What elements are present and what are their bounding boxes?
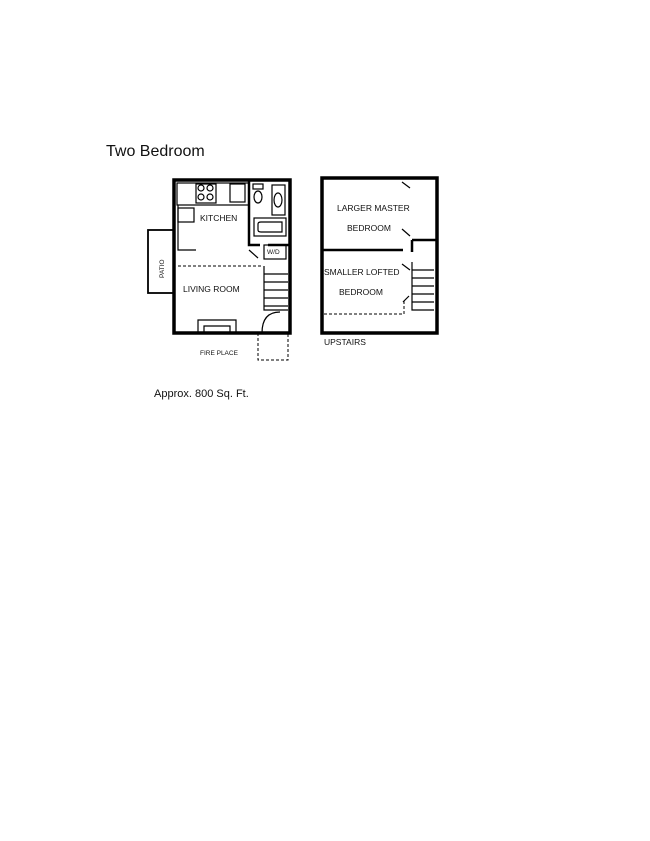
bathroom-sink: [271, 184, 286, 216]
square-footage: Approx. 800 Sq. Ft.: [154, 388, 249, 400]
bathroom-wall: [247, 180, 260, 247]
entry-door-arc: [261, 311, 281, 334]
stove-burner: [197, 184, 205, 192]
stove: [195, 183, 217, 204]
toilet: [253, 190, 263, 204]
door-swing: [401, 181, 411, 189]
kitchen-side-counter: [177, 205, 196, 251]
fireplace-label: FIRE PLACE: [200, 350, 239, 357]
patio: [147, 229, 175, 294]
lofted-bedroom-label-1: SMALLER LOFTED: [324, 267, 400, 277]
lofted-bedroom-label-2: BEDROOM: [339, 287, 383, 297]
stove-burner: [206, 184, 214, 192]
patio-label: PATIO: [159, 259, 166, 278]
kitchen-sink: [229, 183, 246, 203]
master-bedroom-label-2: BEDROOM: [347, 223, 391, 233]
upstairs-outer-wall: [320, 176, 439, 335]
stove-burner: [206, 193, 214, 201]
door-swing: [401, 228, 411, 237]
stove-burner: [197, 193, 205, 201]
toilet-tank: [252, 183, 264, 190]
refrigerator: [177, 207, 195, 223]
upstairs-stairs: [411, 262, 434, 311]
master-bedroom-label-1: LARGER MASTER: [337, 203, 410, 213]
upstairs-plan: [320, 176, 439, 335]
kitchen-label: KITCHEN: [200, 213, 237, 223]
fireplace-box: [203, 325, 231, 333]
bathtub: [253, 217, 287, 237]
loft-edge: [324, 300, 405, 315]
door-swing: [248, 249, 259, 259]
fireplace-hearth: [197, 319, 237, 333]
downstairs-plan: [147, 178, 292, 361]
page-title: Two Bedroom: [106, 143, 205, 160]
living-room-label: LIVING ROOM: [183, 284, 240, 294]
door-swing: [401, 263, 411, 271]
washer-dryer-closet: [263, 244, 287, 260]
downstairs-stairs: [263, 266, 288, 311]
upstairs-label: UPSTAIRS: [324, 337, 366, 347]
front-porch: [257, 333, 289, 361]
washer-dryer-label: W/D: [267, 249, 280, 256]
